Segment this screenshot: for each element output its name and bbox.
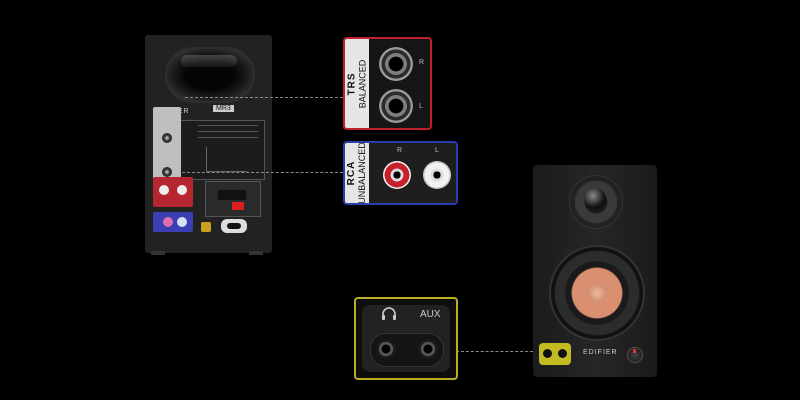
trs-label: TRS BALANCED [345,39,369,128]
blue-input-group [153,212,193,232]
aux-jack [418,339,438,359]
trs-callout: TRS BALANCED R L [343,37,432,130]
rca-l-label: L [435,147,439,154]
woofer [549,245,645,341]
trs-jack-left [379,89,413,123]
front-aux-panel [539,343,571,365]
rca-jack-red [383,161,411,189]
speaker-front: EDIFIER [533,165,657,377]
front-brand-label: EDIFIER [583,349,618,356]
headphones-icon [382,307,396,320]
trs-l-label: L [419,103,423,110]
rca-callout: RCA UNBALANCED R L [343,141,458,205]
power-socket [221,219,247,233]
aux-label: AUX [420,309,441,320]
aux-callout: AUX [354,297,458,380]
rca-jack-group [153,177,193,207]
trs-connector-line [185,97,343,98]
rca-r-label: R [397,147,403,154]
trs-jack-right [379,47,413,81]
trs-jack-bottom [162,167,172,177]
tweeter [569,175,623,229]
rca-label: RCA UNBALANCED [345,143,369,203]
model-label: MR3 [213,105,234,112]
speaker-back-panel: EDIFIER MR3 [145,35,272,255]
power-switch [201,222,211,232]
trs-subtitle: BALANCED [357,59,368,108]
trs-jack-top [162,133,172,143]
bass-port [165,47,255,103]
rca-title: RCA [346,160,358,186]
rca-jack-white [423,161,451,189]
trs-r-label: R [419,59,425,66]
speaker-terminal [205,181,261,217]
trs-title: TRS [346,72,358,96]
rca-subtitle: UNBALANCED [357,142,368,204]
volume-knob [627,347,643,363]
aux-connector-line [456,351,538,352]
rca-connector-line [182,172,343,173]
headphone-jack [376,339,396,359]
